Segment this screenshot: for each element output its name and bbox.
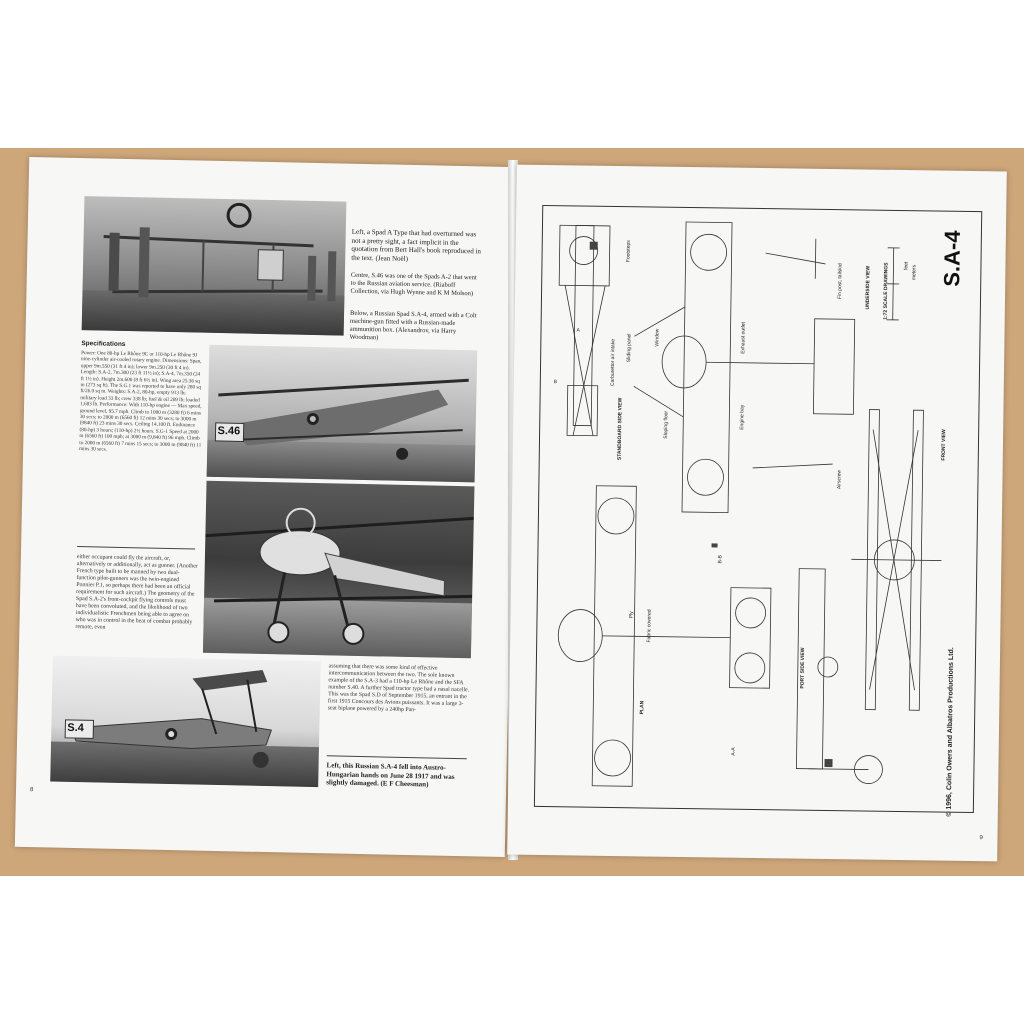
label-section-aa: A-A	[730, 747, 737, 756]
overturned-biplane-illustration	[103, 202, 337, 302]
left-page: Left, a Spad A Type that had overturned …	[14, 156, 520, 858]
view-label-front: FRONT VIEW	[940, 429, 948, 461]
scale-unit-feet: feet	[903, 261, 910, 271]
label-section-bb: B-B	[717, 555, 724, 564]
label-fabric: Fabric covered	[646, 609, 653, 643]
photo-overturned-spad	[81, 196, 347, 336]
label-carburettor: Carburettor air intake	[609, 338, 617, 387]
label-fin-post: Fin post, tailskid	[836, 263, 844, 300]
photo-code-s4: S.4	[67, 721, 84, 735]
spad-s46-biplane-illustration	[214, 378, 469, 460]
label-section-b: B	[553, 379, 558, 386]
label-footsteps: Footsteps	[625, 240, 632, 263]
label-airscrew: Airscrew	[836, 469, 843, 490]
photo-spad-sa4-captured: S.4	[50, 655, 321, 788]
caption-top: Left, a Spad A Type that had overturned …	[351, 227, 482, 263]
body-column-2: assuming that there was some kind of eff…	[327, 663, 470, 714]
photo-code-s46: S.46	[217, 424, 241, 438]
label-sliding-panel: Sliding panel	[626, 333, 633, 363]
photo-spad-sa4-machinegun	[202, 480, 475, 659]
label-sloping-floor: Sloping floor	[663, 410, 670, 439]
view-label-underside: UNDERSIDE VIEW	[864, 265, 872, 310]
right-page: S.A-4 © 1996, Colin Owers and Albatros P…	[507, 164, 1007, 862]
view-label-plan: PLAN	[639, 700, 646, 715]
divider-rule	[77, 546, 196, 550]
spad-sa4-biplane-illustration	[205, 507, 474, 645]
caption-centre: Centre, S.46 was one of the Spads A-2 th…	[350, 271, 477, 298]
label-exhaust: Exhaust outlet	[740, 322, 747, 354]
captured-spad-illustration	[64, 669, 273, 768]
label-engine-bay: Engine bay	[739, 404, 746, 430]
caption-bottom: Left, this Russian S.A-4 fell into Austr…	[326, 761, 455, 789]
page-number-left: 8	[29, 787, 34, 794]
drawing-title: S.A-4	[939, 230, 965, 287]
view-label-port: PORT SIDE VIEW	[799, 647, 807, 689]
page-number-right: 9	[979, 835, 983, 842]
specifications-title: Specifications	[81, 340, 126, 348]
body-column-1: either occupant could fly the aircraft, …	[75, 554, 198, 631]
scale-title: 1:72 SCALE DRAWINGS	[882, 262, 890, 320]
specifications-text: Power: One 80-hp Le Rhône 9C or 110-hp L…	[79, 350, 202, 453]
caption-below: Below, a Russian Spad S.A-4, armed with …	[349, 309, 477, 342]
photo-spad-s46: S.46	[206, 344, 478, 483]
scale-unit-meters: meters	[911, 264, 918, 281]
technical-drawings	[557, 221, 942, 787]
label-ply: Ply	[628, 611, 635, 619]
divider-rule-2	[326, 755, 467, 760]
view-label-standboard: STANDBOARD SIDE VIEW	[616, 397, 624, 461]
label-window: Window	[654, 328, 661, 347]
label-section-a: A	[576, 327, 580, 334]
